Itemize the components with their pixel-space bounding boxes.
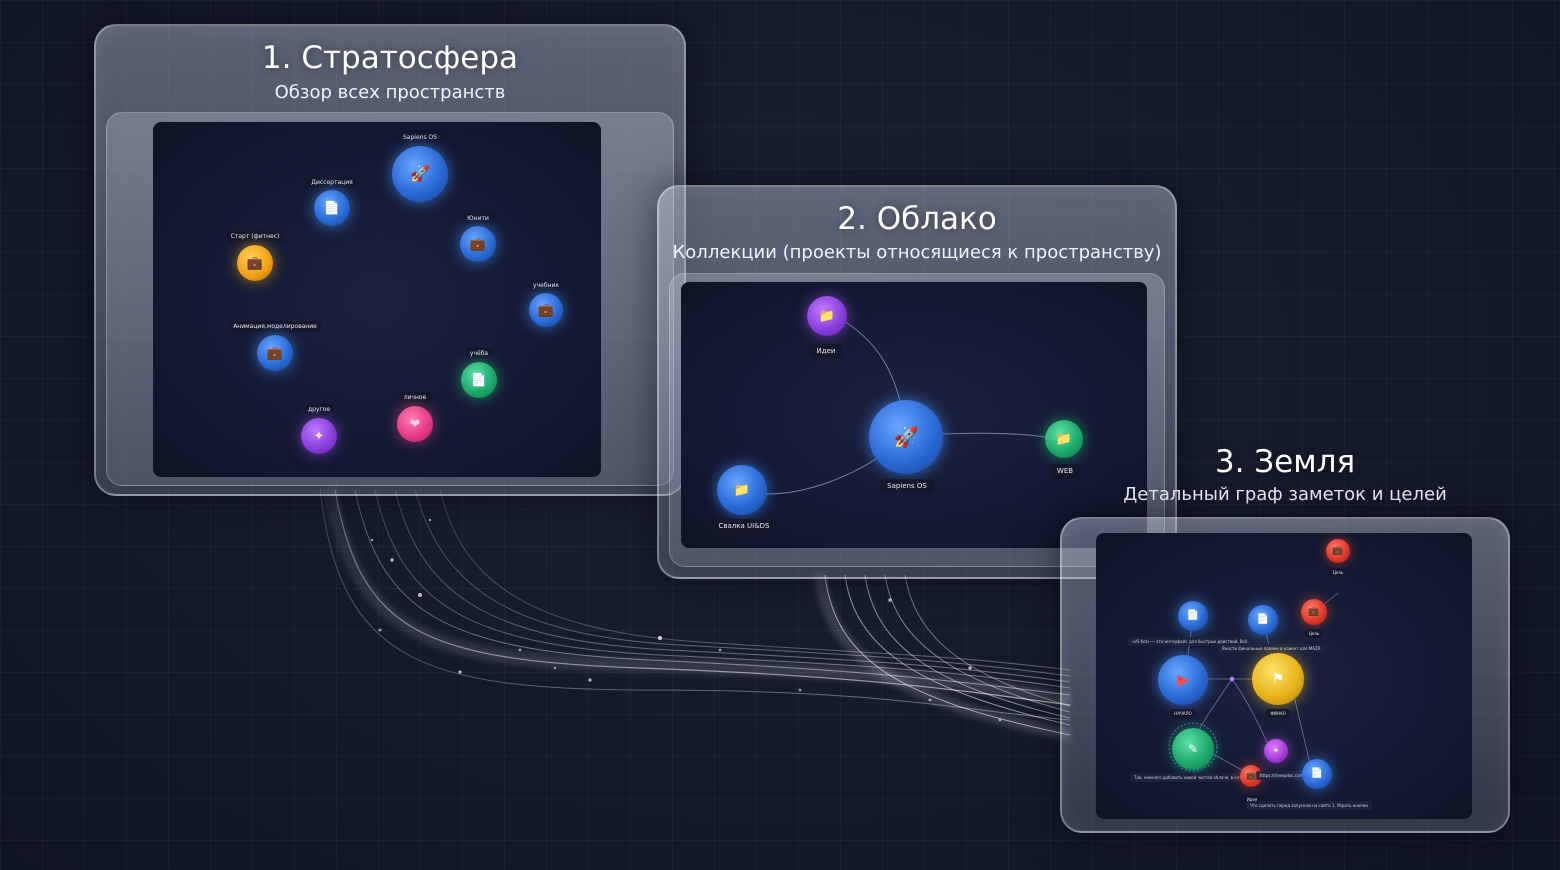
sparkle-icon: ✦ — [1272, 746, 1280, 755]
space-node-sapiens-os[interactable]: 🚀 — [392, 146, 448, 202]
briefcase-icon: 💼 — [469, 236, 487, 252]
panel-title: 2. Облако — [837, 201, 997, 237]
panel-cloud: 2. Облако Коллекции (проекты относящиеся… — [657, 185, 1177, 579]
panel-stratosphere: 1. Стратосфера Обзор всех пространств Sa… — [94, 24, 686, 496]
node-label: личное — [399, 392, 431, 403]
panel-title: 1. Стратосфера — [261, 40, 519, 76]
note-snippet: «VS Kot» — это интерфейс для быстрых дей… — [1128, 637, 1252, 646]
note-node[interactable]: 📄 — [1248, 605, 1278, 635]
stratosphere-screen: Sapiens OS 🚀 Диссертация 📄 Юнити 💼 Старт… — [153, 122, 601, 477]
rocket-icon: 🚀 — [893, 425, 919, 449]
panel-earth: 💼 Цель 💼 Цель 📄 📄 «VS Kot» — это интерфе… — [1060, 517, 1510, 833]
briefcase-icon: 💼 — [537, 302, 555, 318]
rocket-icon: 🚀 — [410, 164, 430, 183]
document-icon: 📄 — [1186, 610, 1200, 621]
start-node[interactable]: ▶ — [1158, 655, 1208, 705]
collection-node-sapiens-os[interactable]: 🚀 — [869, 400, 943, 474]
goal-node-right[interactable]: 💼 — [1301, 599, 1327, 625]
note-snippet: Внести финальные правки в клиент для MAZ… — [1218, 644, 1325, 653]
folder-icon: 📁 — [733, 482, 751, 498]
final-node[interactable]: ⚑ — [1252, 653, 1304, 705]
document-icon: 📄 — [1256, 614, 1270, 625]
document-icon: 📄 — [1310, 768, 1324, 779]
document-icon: 📄 — [323, 200, 341, 216]
folder-icon: 📁 — [818, 308, 836, 324]
sparkle-icon: ✦ — [313, 428, 325, 444]
space-node-other[interactable]: ✦ — [301, 418, 337, 454]
space-node-dissertation[interactable]: 📄 — [314, 190, 350, 226]
briefcase-icon: 💼 — [266, 345, 284, 361]
folder-icon: 📁 — [1055, 431, 1073, 447]
note-snippet: Что сделать перед запуском на сайте 1. У… — [1246, 801, 1372, 810]
cloud-screen: 📁 Идеи 🚀 Sapiens OS 📁 WEB 📁 Свалка UI&DS — [681, 282, 1147, 548]
briefcase-icon: 💼 — [1246, 771, 1256, 780]
node-label: Анимация,моделирование — [229, 321, 321, 332]
node-label: ФИНАЛ — [1266, 709, 1290, 718]
space-node-unity[interactable]: 💼 — [460, 226, 496, 262]
space-node-textbook[interactable]: 💼 — [529, 293, 563, 327]
collection-node-ideas[interactable]: 📁 — [807, 296, 847, 336]
node-label: Идеи — [809, 344, 843, 358]
node-label: Идея — [1242, 795, 1262, 804]
document-icon: 📄 — [470, 372, 488, 388]
node-label: Диссертация — [307, 177, 357, 188]
space-node-fitness[interactable]: 💼 — [237, 245, 273, 281]
panel-subtitle: Обзор всех пространств — [274, 82, 506, 103]
node-label: учёба — [465, 348, 493, 359]
briefcase-icon: 💼 — [1332, 545, 1344, 556]
note-link: https://sheepdoc.com — [1256, 771, 1308, 780]
earth-subtitle: Детальный граф заметок и целей — [1123, 484, 1447, 505]
heart-icon: ❤ — [409, 416, 421, 432]
node-label: Цель — [1304, 629, 1324, 638]
node-label: Старт (фитнес) — [226, 231, 284, 242]
node-label: Цель — [1328, 568, 1348, 577]
node-label: Юнити — [463, 213, 493, 224]
finish-flag-icon: ⚑ — [1271, 671, 1285, 687]
goal-node-top[interactable]: 💼 — [1326, 539, 1350, 563]
node-label: Sapiens OS — [398, 132, 442, 143]
panel-subtitle: Коллекции (проекты относящиеся к простра… — [672, 242, 1162, 263]
note-node[interactable]: 📄 — [1178, 601, 1208, 631]
note-node[interactable]: 📄 — [1302, 759, 1332, 789]
collection-node-ui-ds[interactable]: 📁 — [717, 465, 767, 515]
pencil-icon: ✎ — [1187, 742, 1199, 756]
earth-screen: 💼 Цель 💼 Цель 📄 📄 «VS Kot» — это интерфе… — [1096, 533, 1472, 819]
idea-node-purple[interactable]: ✦ — [1264, 739, 1288, 763]
space-node-personal[interactable]: ❤ — [397, 406, 433, 442]
node-label: учебник — [529, 280, 563, 291]
space-node-animation[interactable]: 💼 — [257, 335, 293, 371]
node-label: Свалка UI&DS — [711, 519, 777, 533]
space-node-study[interactable]: 📄 — [461, 362, 497, 398]
stream-cloud-to-earth — [814, 574, 1072, 741]
collection-node-web[interactable]: 📁 — [1045, 420, 1083, 458]
briefcase-icon: 💼 — [1308, 606, 1320, 617]
task-node[interactable]: ✎ — [1172, 728, 1214, 770]
sparkle-particles — [370, 518, 1002, 722]
earth-title: 3. Земля — [1214, 444, 1356, 480]
note-snippet: Так, немного добавить новой чистой облач… — [1130, 773, 1256, 782]
node-label: WEB — [1049, 464, 1081, 478]
node-label: НАЧАЛО — [1170, 709, 1196, 718]
play-flag-icon: ▶ — [1176, 670, 1190, 689]
idea-node[interactable]: 💼 — [1240, 765, 1262, 787]
node-label: Sapiens OS — [880, 479, 934, 493]
briefcase-icon: 💼 — [246, 255, 264, 271]
node-label: другое — [303, 404, 335, 415]
